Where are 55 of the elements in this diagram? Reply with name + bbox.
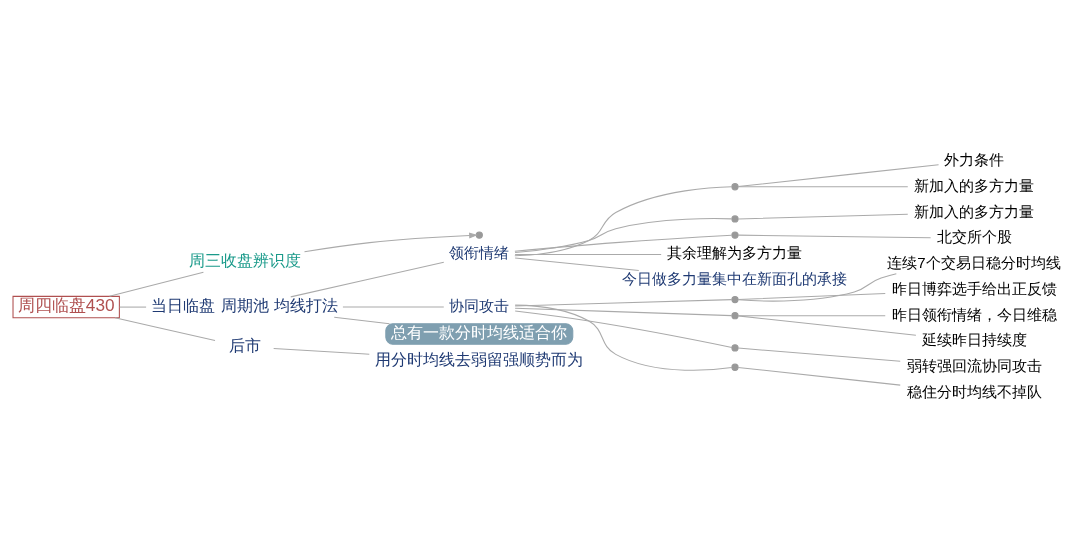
node-text: 后市 [228, 335, 261, 355]
connector [514, 304, 733, 371]
connector [333, 316, 390, 325]
connector [737, 213, 909, 220]
connector [737, 234, 932, 239]
node-text: 昨日博弈选手给出正反馈 [891, 279, 1057, 297]
node-text: 连续7个交易日稳分时均线 [887, 254, 1061, 272]
connector [737, 366, 901, 386]
node-text: 今日做多力量集中在新面孔的承接 [622, 270, 848, 289]
node-point [731, 295, 739, 304]
connector [514, 307, 733, 317]
connector [737, 164, 940, 188]
connector [514, 299, 733, 307]
connector [514, 218, 733, 254]
connector [737, 273, 897, 302]
node-box: 周四临盘430 [12, 295, 120, 319]
node-text: 北交所个股 [936, 228, 1012, 246]
connector [108, 271, 204, 297]
node-text: 昨日领衔情绪，今日维稳 [891, 305, 1057, 323]
connector [290, 261, 445, 298]
connector [514, 310, 733, 349]
node-point [731, 363, 739, 371]
node-point [475, 231, 483, 239]
connector [737, 315, 917, 336]
connector [737, 347, 901, 362]
arrow [303, 232, 478, 253]
node-text: 延续昨日持续度 [921, 331, 1027, 349]
node-text: 稳住分时均线不掉队 [906, 383, 1042, 401]
connector [119, 306, 147, 308]
node-text: 其余理解为多方力量 [667, 244, 803, 262]
node-text: 弱转强回流协同攻击 [906, 357, 1042, 375]
node-text: 周三收盘辨识度 [188, 250, 301, 270]
connector [514, 234, 733, 252]
connector [114, 317, 216, 341]
connector [514, 186, 733, 257]
node-point [731, 183, 739, 191]
node-text: 协同攻击 [449, 297, 510, 316]
node-text: 新加入的多方力量 [914, 176, 1035, 194]
node-text: 新加入的多方力量 [914, 202, 1035, 220]
connector [514, 257, 640, 272]
node-text: 用分时均线去弱留强顺势而为 [375, 349, 584, 369]
node-box: 总有一款分时均线适合你 [385, 323, 574, 345]
node-point [731, 312, 739, 320]
connector [737, 315, 886, 317]
connector [737, 292, 886, 300]
node-text: 当日临盘 周期池 均线打法 [151, 295, 338, 315]
connector [737, 186, 909, 188]
connector [273, 348, 370, 355]
node-text: 领衔情绪 [449, 244, 510, 263]
node-text: 外力条件 [944, 150, 1005, 168]
node-point [731, 215, 739, 223]
connector [514, 253, 662, 255]
connector [342, 306, 445, 308]
node-point [731, 344, 739, 352]
node-point [731, 231, 739, 239]
